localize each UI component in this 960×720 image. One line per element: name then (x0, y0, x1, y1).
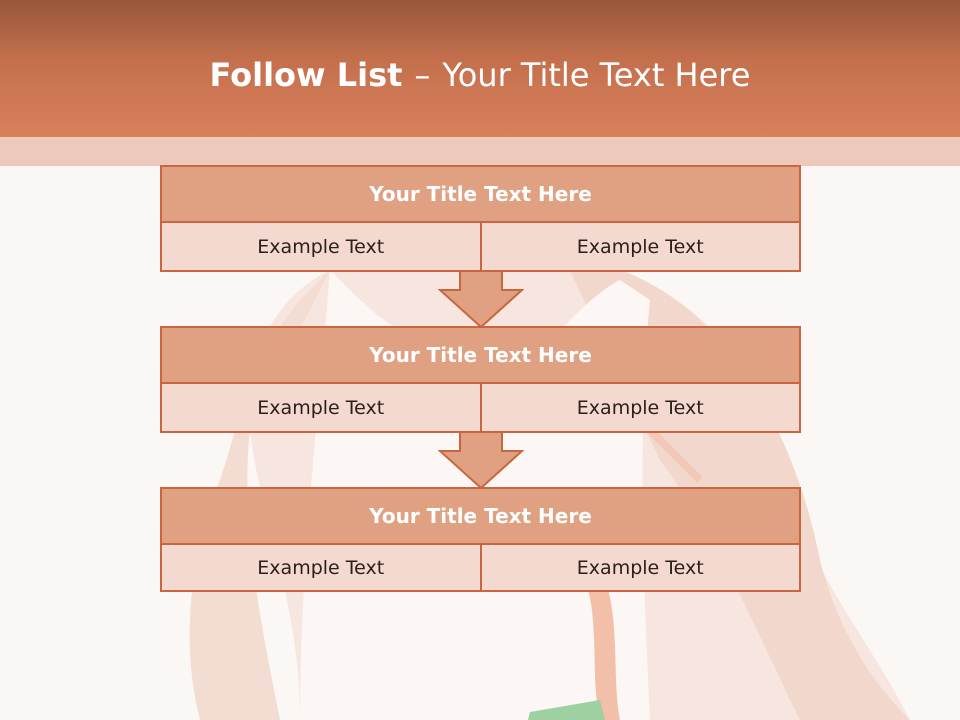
down-arrow-icon (438, 270, 524, 328)
block-cell-left: Example Text (257, 235, 385, 258)
page-title-bold: Follow List (209, 56, 403, 94)
page-title: Follow List–Your Title Text Here (0, 52, 960, 98)
list-block-3: Your Title Text Here Example Text Exampl… (160, 487, 801, 592)
block-cell-left: Example Text (257, 556, 385, 579)
header-band (0, 0, 960, 137)
page-title-rest: Your Title Text Here (442, 56, 751, 94)
header-strip (0, 137, 960, 166)
block-cell-right: Example Text (479, 223, 800, 270)
list-block-2: Your Title Text Here Example Text Exampl… (160, 326, 801, 433)
block-title: Your Title Text Here (160, 326, 801, 384)
block-cell-right: Example Text (479, 384, 800, 431)
block-row: Example Text Example Text (160, 223, 801, 272)
page-title-separator: – (414, 56, 431, 94)
block-row: Example Text Example Text (160, 384, 801, 433)
block-cell-left: Example Text (257, 396, 385, 419)
block-title: Your Title Text Here (160, 487, 801, 545)
list-block-1: Your Title Text Here Example Text Exampl… (160, 165, 801, 272)
block-cell-right: Example Text (479, 545, 800, 590)
block-title: Your Title Text Here (160, 165, 801, 223)
block-row: Example Text Example Text (160, 545, 801, 592)
down-arrow-icon (438, 431, 524, 489)
